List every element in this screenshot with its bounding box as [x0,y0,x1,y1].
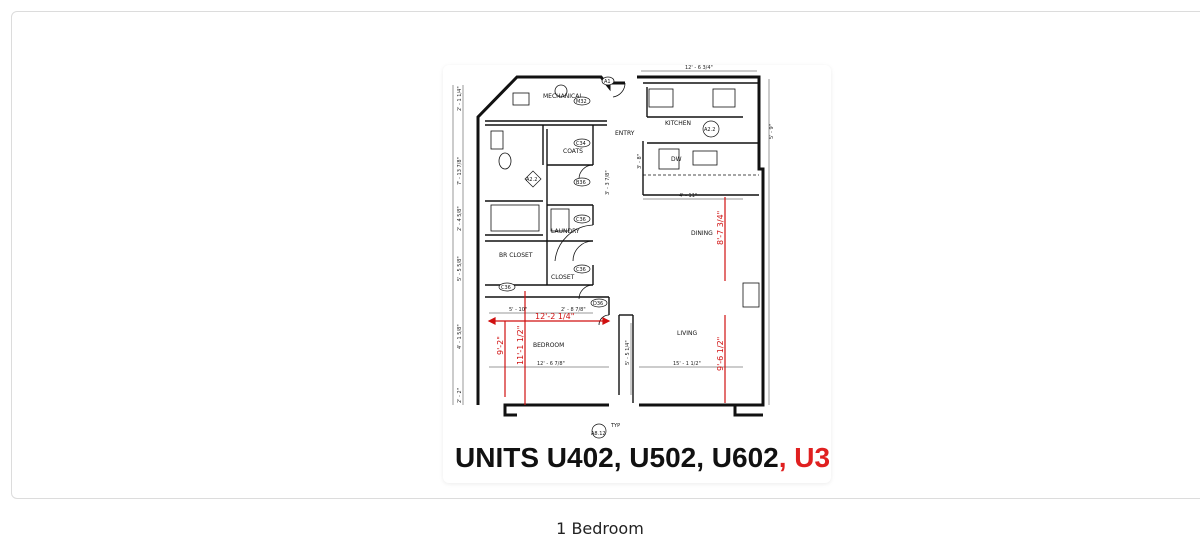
tag-c34: C34 [576,141,586,147]
dim-wall-left-5: 2' - 2" [457,388,463,403]
label-bedroom: BEDROOM [533,342,564,349]
dim-kitchen-counter: 4' - 11" [679,193,697,199]
tag-c36-laundry: C36 [576,217,586,223]
label-coats: COATS [563,148,583,155]
black-dimension-texts: 12' - 6 3/4" 4' - 11" 12' - 6 7/8" 15' -… [457,65,775,403]
tag-a2-2-kitchen: A2.2 [704,127,715,133]
tag-typ: TYP [610,423,620,429]
tag-d36: D36 [593,301,603,307]
tag-a8-12: A8.12 [591,431,606,437]
label-dining: DINING [691,230,713,237]
door-swings [554,82,626,326]
tag-c36-br: C36 [501,285,511,291]
dim-bedroom-depth-a: 9'-2" [496,336,505,355]
dim-closet-width: 2' - 8 7/8" [561,307,586,313]
dim-living-depth: 9'-6 1/2" [716,337,725,371]
dim-bedroom-width: 12'-2 1/4" [535,312,574,321]
tag-a1: A1 [604,79,611,85]
dim-bedroom-depth-b: 11'-1 1/2" [516,326,525,365]
label-mechanical: MECHANICAL [543,93,583,100]
floor-plan-drawing: MECHANICAL ENTRY KITCHEN COATS LAUNDRY B… [452,65,775,439]
red-dimension-lines [487,197,726,405]
dim-wall-left-2: 2' - 4 5/8" [457,206,463,231]
dim-right-side: 5' - 9" [769,124,775,139]
label-laundry: LAUNDRY [551,228,580,235]
tag-m32: M32 [576,99,587,105]
tag-c36-closet: C36 [576,267,586,273]
label-br-closet: BR CLOSET [499,252,533,259]
dim-bedroom-door: 5' - 5 1/4" [625,340,631,365]
label-kitchen: KITCHEN [665,120,691,127]
dim-bedroom-bottom: 12' - 6 7/8" [537,361,565,367]
tag-bubbles [498,76,720,439]
dim-wall-left-3: 5' - 5 5/8" [457,256,463,281]
floor-plan-image[interactable]: MECHANICAL ENTRY KITCHEN COATS LAUNDRY B… [443,65,831,483]
room-labels: MECHANICAL ENTRY KITCHEN COATS LAUNDRY B… [499,93,713,349]
dim-dining-depth: 8'-7 3/4" [716,211,725,245]
label-living: LIVING [677,330,697,337]
tag-a2-2-hall: A2.2 [526,177,537,183]
red-dimension-texts: 12'-2 1/4" 9'-2" 11'-1 1/2" 8'-7 3/4" 9'… [496,211,725,371]
label-entry: ENTRY [615,130,635,137]
floor-plan-caption: 1 Bedroom [556,519,644,538]
dim-wall-left-1: 7' - 13 7/8" [457,157,463,185]
label-closet: CLOSET [551,274,575,281]
tag-texts: A1 M32 A2.2 A2.2 C34 B36 C36 C36 C36 D36… [501,79,715,437]
dim-top-kitchen: 12' - 6 3/4" [685,65,713,71]
tag-b36: B36 [576,180,586,186]
interior-walls [485,82,759,403]
dim-living-bottom: 15' - 1 1/2" [673,361,701,367]
units-title: UNITS U402, U502, U602, U3( [455,440,831,476]
dim-wall-left-4: 4' - 1 5/8" [457,324,463,349]
dimension-lines [452,70,770,405]
dim-entry: 3' - 3 7/8" [605,170,611,195]
dim-wall-left-6: 2' - 1 1/4" [457,86,463,111]
dim-br-closet-width: 5' - 10" [509,307,527,313]
fixtures [490,84,760,308]
dim-kitchen-side: 3' - 8" [637,154,643,169]
units-title-main: UNITS U402, U502, U602 [455,442,779,473]
units-title-more: , U3( [778,442,831,473]
label-dw: DW [671,156,682,163]
